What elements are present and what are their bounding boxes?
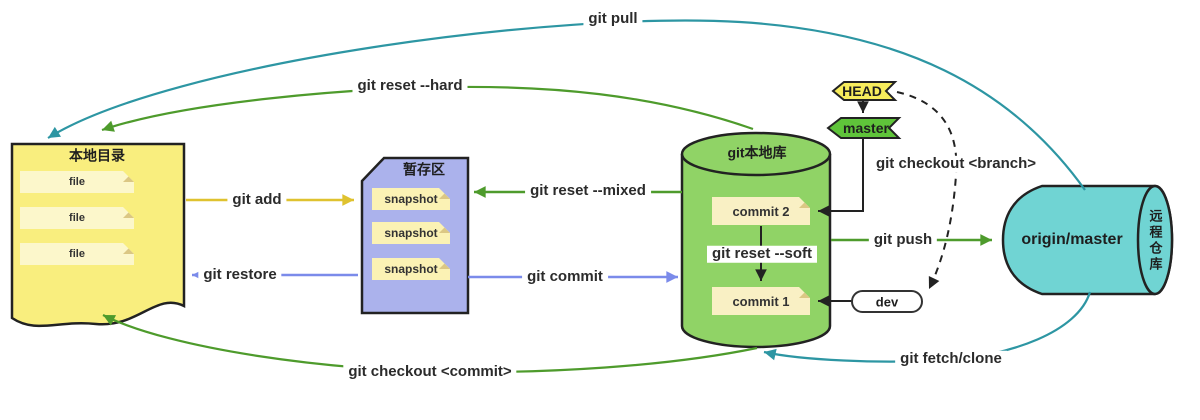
git-push-label: git push — [868, 231, 938, 249]
file-note-label: file — [69, 212, 85, 224]
git-checkout-branch-label: git checkout <branch> — [870, 155, 1042, 173]
snapshot-note-label: snapshot — [384, 226, 438, 240]
snapshot-note: snapshot — [372, 258, 450, 280]
remote-repo-cylinder-cap — [1136, 184, 1174, 296]
master-ref-label: master — [843, 120, 889, 136]
master-to-commit2-arrow — [818, 138, 864, 217]
local-directory-title: 本地目录 — [69, 147, 125, 164]
file-note: file — [20, 243, 134, 265]
git-fetch-clone-label: git fetch/clone — [895, 350, 1007, 368]
git-commit-label: git commit — [522, 268, 608, 286]
folded-corner-icon — [123, 243, 134, 254]
remote-repo-title: origin/master — [1021, 231, 1123, 249]
master-ref-banner — [826, 117, 902, 139]
dev-ref-label: dev — [875, 294, 899, 310]
file-note-label: file — [69, 176, 85, 188]
staging-area-title: 暂存区 — [403, 161, 445, 178]
file-note: file — [20, 207, 134, 229]
local-repo-title: git本地库 — [727, 144, 787, 161]
commit-note: commit 2 — [712, 197, 810, 225]
remote-repo-side-label: 远程仓库 — [1147, 209, 1163, 273]
git-checkout-commit-label: git checkout <commit> — [343, 363, 517, 381]
git-reset-soft-label: git reset --soft — [706, 245, 818, 263]
git-pull-curve — [47, 19, 1086, 191]
folded-corner-icon — [439, 188, 450, 199]
file-note-label: file — [69, 248, 85, 260]
folded-corner-icon — [439, 258, 450, 269]
folded-corner-icon — [799, 197, 810, 208]
head-ref-banner — [831, 81, 898, 101]
folded-corner-icon — [123, 207, 134, 218]
git-reset-mixed-label: git reset --mixed — [525, 182, 651, 200]
folded-corner-icon — [123, 171, 134, 182]
head-ref-label: HEAD — [842, 83, 882, 99]
git-reset-hard-label: git reset --hard — [352, 77, 468, 95]
snapshot-note-label: snapshot — [384, 262, 438, 276]
snapshot-note-label: snapshot — [384, 192, 438, 206]
commit-note-label: commit 1 — [732, 293, 790, 309]
commit-note-label: commit 2 — [732, 203, 790, 219]
git-pull-label: git pull — [583, 10, 643, 28]
git-checkout-branch-dashed-curve — [896, 91, 958, 290]
dev-ref-pill — [851, 290, 923, 313]
snapshot-note: snapshot — [372, 222, 450, 244]
folded-corner-icon — [439, 222, 450, 233]
file-note: file — [20, 171, 134, 193]
git-add-label: git add — [227, 191, 287, 209]
git-restore-label: git restore — [198, 266, 282, 284]
folded-corner-icon — [799, 287, 810, 298]
commit-note: commit 1 — [712, 287, 810, 315]
snapshot-note: snapshot — [372, 188, 450, 210]
local-repo-cylinder-lid — [680, 131, 832, 177]
